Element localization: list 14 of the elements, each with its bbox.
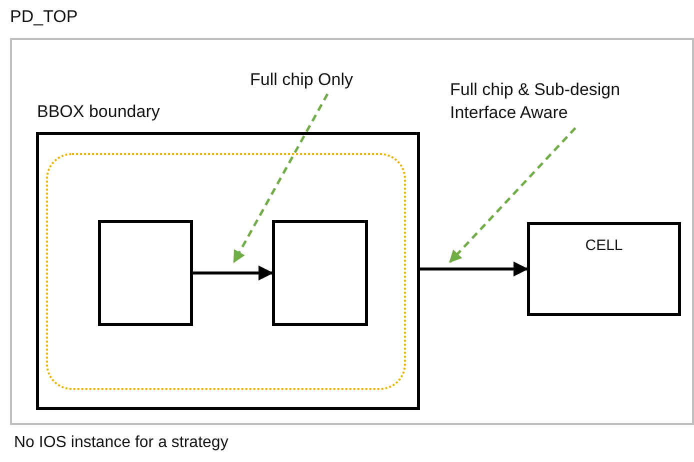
leader-arrow <box>232 93 329 264</box>
block-box <box>98 220 193 326</box>
block-box <box>272 220 368 326</box>
arrow <box>420 262 528 276</box>
heading-label: BBOX boundary <box>37 102 160 122</box>
node-label: CELL <box>584 237 624 254</box>
dotted-rounded-region <box>46 153 406 390</box>
leader-arrow <box>449 127 576 263</box>
callout-text: Full chip & Sub-design Interface Aware <box>450 78 670 124</box>
arrow <box>193 266 274 280</box>
callout-text: Full chip Only <box>250 70 375 90</box>
cell-box <box>527 222 681 316</box>
heading-label: PD_TOP <box>10 7 78 27</box>
caption: No IOS instance for a strategy <box>14 434 228 452</box>
